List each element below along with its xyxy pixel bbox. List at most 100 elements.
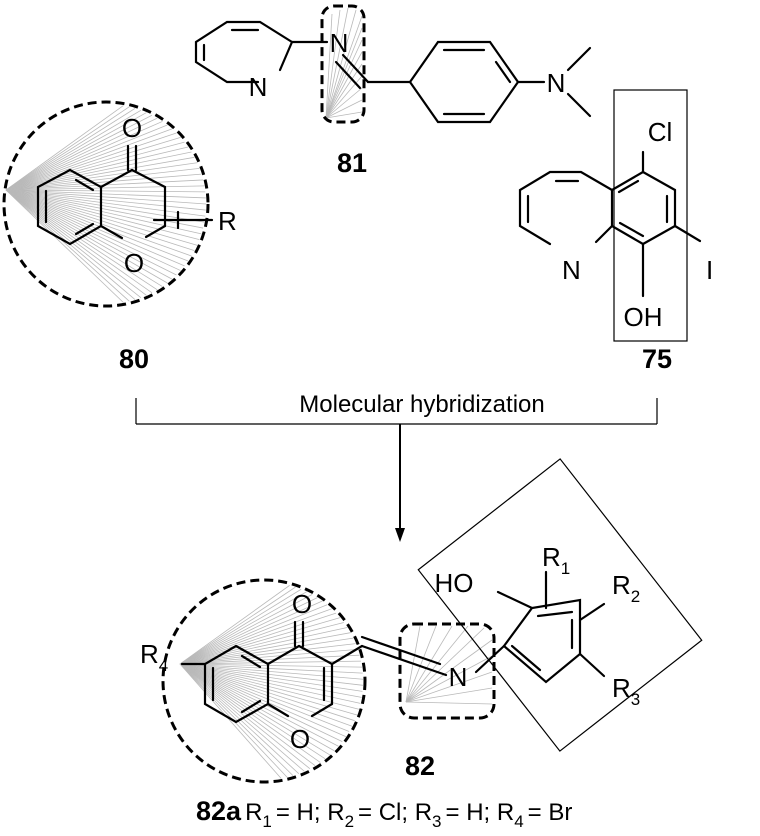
ray-line	[325, 15, 363, 119]
substituent-R1: R1	[542, 542, 570, 578]
ray-line	[325, 39, 363, 119]
ray-line	[5, 162, 198, 191]
ray-line	[5, 189, 206, 211]
ray-line	[5, 112, 147, 191]
ray-line	[5, 189, 185, 267]
ray-line	[5, 108, 136, 191]
ray-line	[5, 189, 207, 205]
structure-75: N Cl I OH	[518, 117, 713, 332]
ray-line	[5, 189, 206, 217]
ray-line	[5, 189, 142, 299]
structure-82: O O N HO R1 R2 R3 R4	[140, 542, 640, 754]
ray-line	[179, 663, 339, 747]
ray-line	[5, 189, 206, 199]
highlight-box-82	[417, 458, 703, 752]
atom-O-carbonyl-82: O	[292, 589, 312, 619]
highlight-box-75	[613, 89, 688, 342]
ray-line	[5, 189, 163, 287]
substituent-R4: R4	[140, 639, 168, 675]
pharmacophore-rays-80	[5, 105, 207, 303]
ray-line	[5, 124, 168, 191]
ray-line	[179, 612, 337, 665]
atom-OH-75: OH	[624, 302, 663, 332]
ray-line	[5, 132, 177, 191]
ray-line	[179, 663, 350, 732]
ray-line	[405, 671, 493, 703]
structure-81: N N N	[194, 20, 592, 124]
ray-line	[325, 111, 363, 119]
ray-line	[325, 63, 363, 119]
atom-Cl-75: Cl	[648, 117, 673, 147]
compound-label-81: 81	[337, 148, 367, 178]
pharmacophore-circle-82	[161, 578, 367, 784]
ray-line	[179, 604, 328, 665]
compound-label-75: 75	[642, 344, 672, 374]
ray-line	[5, 109, 142, 191]
ray-line	[325, 51, 363, 119]
ray-line	[5, 189, 158, 291]
ray-line	[179, 617, 341, 665]
footnote-82a: 82a R1 = H; R2 = Cl; R3 = H; R4 = Br	[196, 796, 572, 831]
ray-line	[5, 189, 147, 296]
ray-line	[5, 189, 168, 284]
ray-line	[179, 585, 290, 665]
atom-N-quinoline-75: N	[562, 255, 581, 285]
ray-line	[179, 594, 313, 665]
ray-line	[179, 663, 335, 752]
ray-line	[179, 622, 344, 665]
ray-line	[179, 600, 323, 665]
ray-line	[179, 663, 282, 779]
substituent-R3: R3	[612, 673, 640, 709]
ray-line	[179, 663, 359, 710]
atom-N-imine-81: N	[330, 28, 349, 58]
ray-line	[5, 189, 124, 303]
ray-line	[325, 99, 363, 119]
ray-line	[5, 121, 163, 191]
ray-line	[179, 632, 351, 665]
ray-line	[179, 663, 353, 727]
ray-line	[179, 597, 318, 665]
imine-rays-82	[405, 625, 493, 705]
ray-line	[325, 9, 341, 119]
ray-line	[179, 663, 347, 738]
ray-line	[5, 151, 192, 191]
structure-80: O O R	[36, 113, 237, 278]
ray-line	[179, 663, 361, 704]
atom-O-ring-80: O	[124, 248, 144, 278]
ray-line	[325, 87, 363, 119]
ray-line	[405, 687, 493, 703]
ray-line	[405, 627, 485, 703]
atom-O-ring-82: O	[290, 724, 310, 754]
ray-line	[5, 105, 124, 191]
ray-line	[5, 114, 153, 191]
ray-line	[5, 106, 130, 191]
pharmacophore-rays-82	[179, 585, 364, 779]
imine-box-82	[398, 622, 496, 720]
ray-line	[5, 146, 189, 191]
ray-line	[405, 701, 493, 705]
ray-line	[179, 588, 302, 665]
ray-line	[405, 639, 493, 703]
atom-N-pyridine-81: N	[249, 72, 268, 102]
ray-line	[405, 625, 437, 703]
ray-line	[405, 625, 453, 703]
ray-line	[5, 189, 204, 229]
atom-R-80: R	[218, 206, 237, 236]
compound-label-80: 80	[119, 344, 149, 374]
ray-line	[5, 128, 173, 191]
pharmacophore-circle-80	[2, 100, 210, 308]
atom-N-imine-82: N	[449, 662, 468, 692]
compound-label-82: 82	[405, 751, 435, 781]
ray-line	[325, 13, 333, 119]
ray-line	[325, 9, 357, 119]
ray-line	[5, 117, 158, 191]
ray-line	[179, 627, 348, 665]
ray-line	[405, 655, 493, 703]
imine-box-81	[320, 4, 366, 124]
atom-N-dimethylamino-81: N	[547, 68, 566, 98]
ray-line	[179, 586, 296, 665]
arrow-label: Molecular hybridization	[299, 391, 544, 418]
ray-line	[5, 141, 185, 191]
atom-O-carbonyl-80: O	[122, 113, 142, 143]
